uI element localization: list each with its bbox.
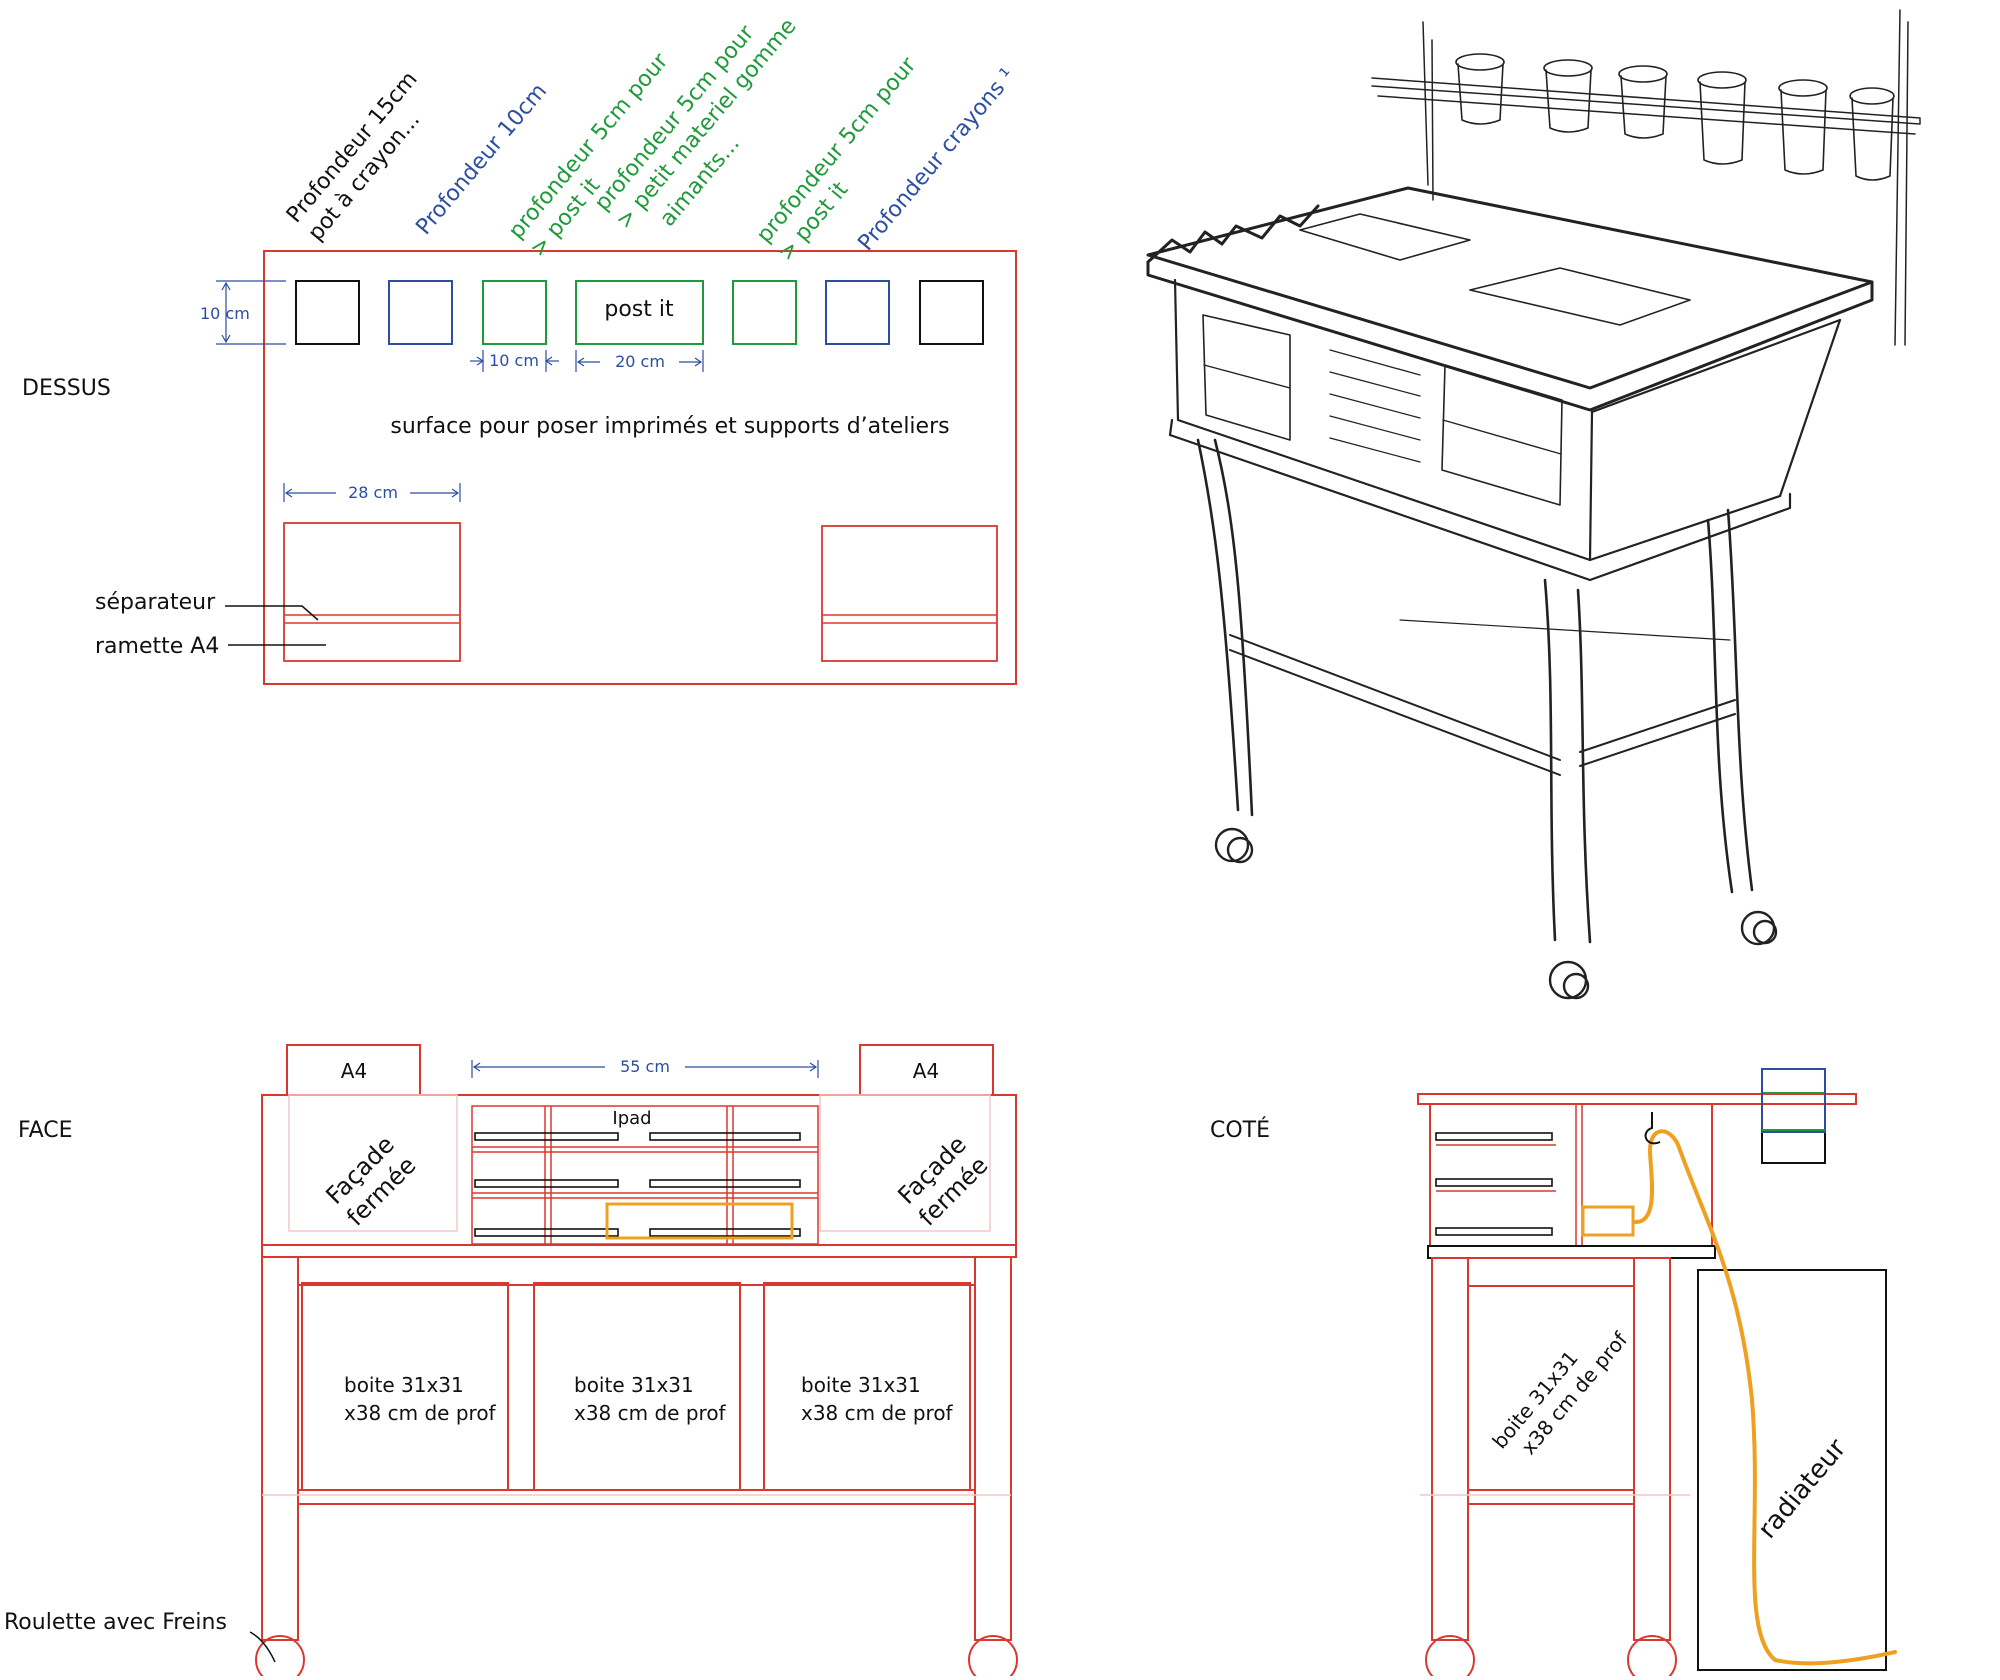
- dim-20cm: [575, 350, 704, 372]
- face-box-3-line2: x38 cm de prof: [801, 1401, 954, 1425]
- dessus-section-label: DESSUS: [22, 376, 111, 401]
- face-left-facade: [288, 1094, 458, 1232]
- perspective-sketch: [1146, 9, 1921, 1000]
- power-cable: [1634, 1129, 1897, 1666]
- face-box-3-line1: boite 31x31: [801, 1373, 921, 1397]
- cote-ipad-slot: [1581, 1205, 1635, 1237]
- face-box-2-line2: x38 cm de prof: [574, 1401, 727, 1425]
- face-box-2: [533, 1282, 741, 1491]
- compartment-postit-small-left: [482, 280, 547, 345]
- dim-55cm: [471, 1060, 819, 1078]
- dim-28cm: [283, 483, 461, 502]
- roulette-leader: [249, 1631, 276, 1663]
- compartment-pencil-pot-right: [919, 280, 984, 345]
- sketch-table-top: [1146, 186, 1874, 412]
- face-box-1: [301, 1282, 509, 1491]
- face-frame: [261, 1256, 1012, 1641]
- a4-left-label: A4: [341, 1059, 367, 1083]
- cote-wheel-right: [1627, 1635, 1677, 1680]
- face-right-facade: [819, 1094, 991, 1232]
- a4-tray-right: [821, 525, 998, 662]
- post-it-label: post it: [604, 297, 674, 322]
- cote-section-label: COTÉ: [1210, 1117, 1270, 1143]
- sketch-pencil-shelf: [1371, 9, 1921, 346]
- ipad-slot: [605, 1202, 794, 1240]
- face-tabletop: [261, 1244, 1017, 1258]
- compartment-postit-large: [575, 280, 704, 345]
- radiateur-label: radiateur: [1752, 1433, 1852, 1544]
- dessus-view: DESSUS post it Profondeur 15cm pot à cra…: [22, 14, 1020, 685]
- facade-left-text: Façade fermée: [320, 1130, 421, 1231]
- ipad-label: Ipad: [612, 1108, 651, 1129]
- face-wheel-right: [968, 1635, 1018, 1680]
- cote-drawer-handles: [1435, 1132, 1556, 1236]
- facade-right-text: Façade fermée: [892, 1130, 993, 1231]
- cote-tabletop: [1427, 1245, 1716, 1259]
- dim-20cm-label: 20 cm: [615, 352, 665, 371]
- dim-28cm-label: 28 cm: [348, 483, 398, 502]
- dim-55cm-label: 55 cm: [620, 1057, 670, 1076]
- face-box-2-line1: boite 31x31: [574, 1373, 694, 1397]
- dim-10cm-label: 10 cm: [489, 351, 539, 370]
- face-drawer-block: [471, 1105, 819, 1245]
- compartment-postit-small-right: [732, 280, 797, 345]
- sketch-legs: [1196, 438, 1754, 944]
- cote-top-plate: [1417, 1093, 1857, 1105]
- cote-upper-body: [1429, 1103, 1713, 1247]
- face-box-1-line1: boite 31x31: [344, 1373, 464, 1397]
- face-section-label: FACE: [18, 1118, 73, 1143]
- dim-10cm-vertical-label: 10 cm: [200, 304, 250, 323]
- roulette-label: Roulette avec Freins: [4, 1610, 227, 1635]
- compartment-pencils-right: [825, 280, 890, 345]
- cote-box-text: boite 31x31 x38 cm de prof: [1487, 1327, 1632, 1459]
- cote-view: COTÉ boite 31x31 x38 cm: [1210, 1068, 1897, 1680]
- compartment-pencil-pot-left: [295, 280, 360, 345]
- ramette-label: ramette A4: [95, 634, 219, 659]
- a4-right-label: A4: [913, 1059, 939, 1083]
- dessus-table-outline: [263, 250, 1017, 685]
- radiateur-box: [1697, 1269, 1887, 1671]
- cote-wheel-left: [1425, 1635, 1475, 1680]
- face-box-3: [763, 1282, 971, 1491]
- separateur-label: séparateur: [95, 590, 216, 615]
- dim-10cm-vertical: [216, 280, 286, 345]
- sketch-wheels: [1214, 827, 1778, 1000]
- cote-frame: [1420, 1257, 1690, 1641]
- dim-10cm: [470, 350, 559, 372]
- face-box-1-line2: x38 cm de prof: [344, 1401, 497, 1425]
- face-drawer-handles: [474, 1132, 801, 1237]
- cable-hook: [1644, 1112, 1661, 1145]
- cote-pot-black: [1761, 1068, 1826, 1164]
- a4-tray-left: [283, 522, 461, 662]
- cote-pot-blue: [1761, 1068, 1826, 1133]
- surface-text: surface pour poser imprimés et supports …: [390, 414, 949, 439]
- top-label-5: profondeur 5cm pour > post it: [752, 52, 922, 266]
- sketch-drawer-body: [1168, 278, 1842, 582]
- separateur-leader: [225, 605, 319, 621]
- face-view: FACE A4 A4 Façade fermée Façade fermée: [4, 1044, 1018, 1680]
- face-wheel-left: [255, 1635, 305, 1680]
- svg-text:> petit materiel gomme: > petit materiel gomme: [611, 14, 801, 234]
- compartment-10cm-left: [388, 280, 453, 345]
